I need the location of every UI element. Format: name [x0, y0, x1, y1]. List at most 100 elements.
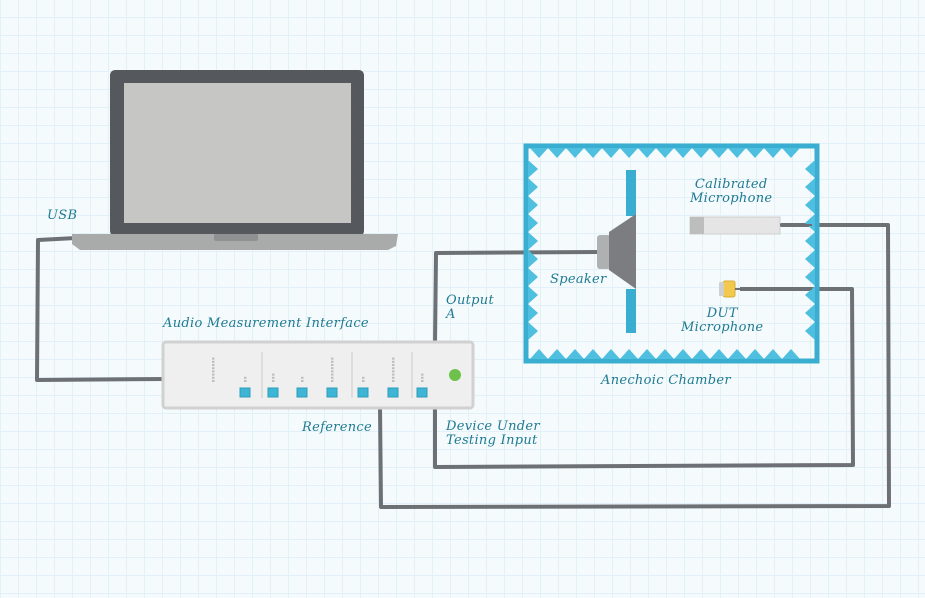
chamber-tooth [746, 349, 764, 359]
chamber-tooth [805, 304, 815, 322]
chamber-tooth [782, 349, 800, 359]
chamber-tooth [674, 349, 692, 359]
chamber-tooth [710, 349, 728, 359]
level-meter-dot [272, 373, 275, 376]
interface-port [387, 387, 399, 398]
chamber-tooth [782, 148, 800, 158]
interface-port [239, 387, 251, 398]
level-meter-dot [212, 370, 215, 373]
interface-port [416, 387, 428, 398]
level-meter-dot [421, 373, 424, 376]
level-meter-dot [392, 373, 395, 376]
laptop-screen [124, 83, 351, 223]
level-meter-dot [272, 380, 275, 382]
level-meter-dot [421, 376, 424, 379]
interface-body [161, 340, 475, 410]
calibrated-microphone [689, 216, 812, 235]
level-meter-dot [212, 364, 215, 366]
chamber-tooth [620, 349, 638, 359]
chamber-tooth [528, 196, 538, 214]
interface-port [357, 387, 369, 398]
dut-microphone [719, 280, 812, 298]
level-meter-dot [392, 370, 395, 373]
dut-mic-body [722, 280, 736, 298]
chamber-tooth [528, 250, 538, 268]
chamber-tooth [764, 349, 782, 359]
laptop [72, 70, 398, 250]
speaker-label: Speaker [550, 272, 607, 287]
laptop-notch [214, 234, 258, 241]
anechoic-chamber-label: Anechoic Chamber [601, 373, 731, 388]
chamber-tooth [530, 349, 548, 359]
level-meter-dot [212, 357, 215, 360]
chamber-tooth [710, 148, 728, 158]
chamber-tooth [805, 232, 815, 250]
level-meter-dot [212, 367, 215, 370]
chamber-tooth [530, 148, 548, 158]
chamber-tooth [805, 196, 815, 214]
chamber-tooth [805, 214, 815, 232]
chamber-tooth [602, 349, 620, 359]
chamber-tooth [656, 349, 674, 359]
reference-wire [378, 223, 891, 509]
chamber-tooth [805, 250, 815, 268]
level-meter-dot [331, 360, 334, 363]
chamber-tooth [620, 148, 638, 158]
output-a-label: Output A [446, 293, 494, 322]
interface-port [326, 387, 338, 398]
chamber-tooth [805, 160, 815, 178]
level-meter-dot [392, 360, 395, 363]
level-meter-dot [212, 376, 215, 379]
level-meter-dot [362, 380, 365, 382]
audio-interface [161, 340, 475, 410]
level-meter-dot [244, 376, 247, 379]
anechoic-chamber [523, 143, 820, 364]
level-meter-dot [272, 376, 275, 379]
power-led [449, 369, 461, 381]
level-meter-dot [331, 376, 334, 379]
speaker-baffle-top [626, 170, 636, 216]
level-meter-dot [212, 380, 215, 382]
chamber-wall [523, 143, 820, 364]
level-meter-dot [212, 360, 215, 363]
chamber-tooth [728, 349, 746, 359]
level-meter-dot [331, 380, 334, 382]
chamber-tooth [764, 148, 782, 158]
interface-port [296, 387, 308, 398]
level-meter-dot [331, 364, 334, 366]
chamber-tooth [674, 148, 692, 158]
chamber-tooth [584, 148, 602, 158]
dut-microphone-label: DUT Microphone [681, 306, 764, 335]
speaker-magnet [597, 235, 611, 269]
chamber-tooth [528, 178, 538, 196]
chamber-tooth [548, 349, 566, 359]
level-meter-dot [392, 367, 395, 370]
audio-interface-label: Audio Measurement Interface [163, 316, 369, 331]
chamber-tooth [692, 148, 710, 158]
chamber-tooth [548, 148, 566, 158]
usb-label: USB [47, 208, 78, 223]
chamber-tooth [728, 148, 746, 158]
level-meter-dot [301, 376, 304, 379]
chamber-tooth [566, 148, 584, 158]
chamber-tooth [805, 286, 815, 304]
chamber-tooth [638, 349, 656, 359]
level-meter-dot [331, 373, 334, 376]
chamber-tooth [602, 148, 620, 158]
chamber-tooth [528, 268, 538, 286]
chamber-tooth [805, 178, 815, 196]
dut-mic-cap [719, 282, 724, 296]
level-meter-dot [392, 357, 395, 360]
chamber-tooth [566, 349, 584, 359]
level-meter-dot [421, 380, 424, 382]
dut-input-label: Device Under Testing Input [446, 419, 540, 448]
level-meter-dot [212, 373, 215, 376]
level-meter-dot [331, 357, 334, 360]
chamber-tooth [528, 232, 538, 250]
speaker-baffle-bottom [626, 289, 636, 333]
usb-wire [35, 236, 166, 382]
chamber-tooth [528, 322, 538, 340]
chamber-tooth [638, 148, 656, 158]
speaker [597, 214, 636, 289]
